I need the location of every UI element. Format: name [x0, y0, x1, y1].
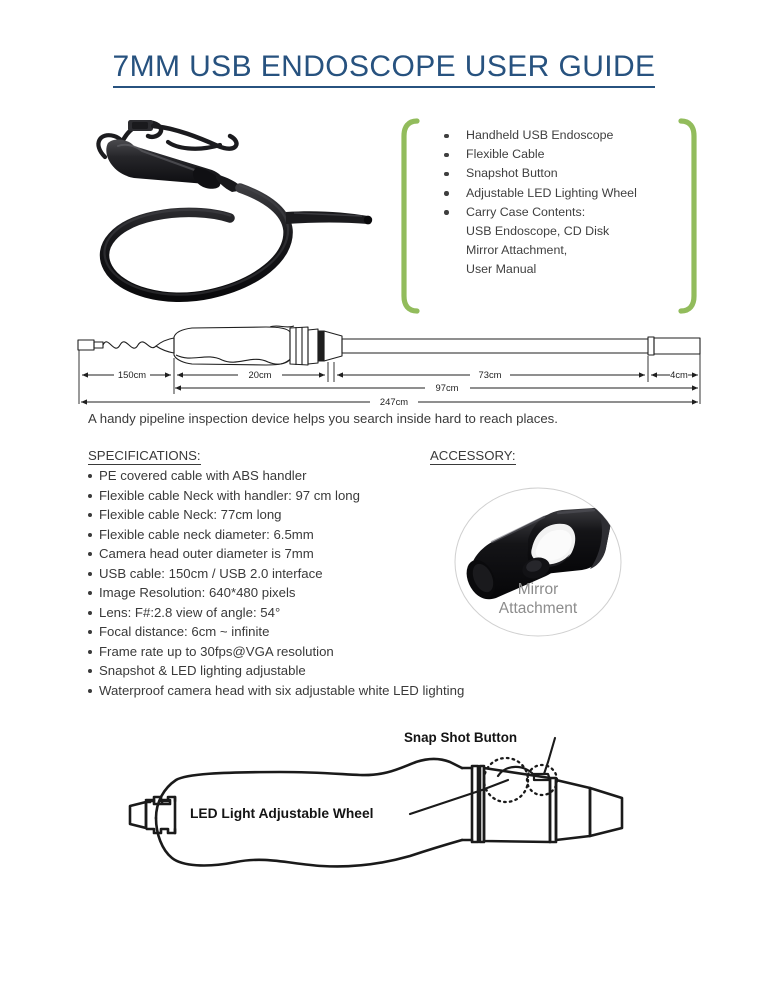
feature-list-item: Handheld USB Endoscope	[436, 126, 686, 145]
led-wheel-label: LED Light Adjustable Wheel	[190, 806, 374, 821]
spec-item-label: Flexible cable Neck: 77cm long	[99, 507, 282, 522]
dim-label-handle: 20cm	[249, 369, 272, 380]
snap-shot-leader-line	[542, 736, 557, 776]
accessory-heading-text: ACCESSORY:	[430, 448, 516, 465]
dim-label-neck-with-handle: 97cm	[436, 382, 459, 393]
spec-item: Flexible cable neck diameter: 6.5mm	[88, 525, 628, 545]
spec-item-label: Snapshot & LED lighting adjustable	[99, 663, 306, 678]
spec-item: PE covered cable with ABS handler	[88, 466, 628, 486]
spec-item-label: Waterproof camera head with six adjustab…	[99, 682, 465, 698]
feature-list-subitem-label: Mirror Attachment,	[466, 243, 568, 258]
feature-list-item-label: Snapshot Button	[466, 166, 558, 181]
spec-item-label: PE covered cable with ABS handler	[99, 468, 307, 483]
spec-item: Waterproof camera head with six adjustab…	[88, 681, 628, 701]
mirror-attachment-photo	[452, 486, 624, 638]
specifications-list: PE covered cable with ABS handler Flexib…	[88, 466, 628, 700]
spec-item: Flexible cable Neck: 77cm long	[88, 505, 628, 525]
handle-callout-diagram	[110, 718, 642, 890]
spec-item: Frame rate up to 30fps@VGA resolution	[88, 642, 628, 662]
feature-list-subitem: User Manual	[436, 260, 686, 279]
dim-label-neck: 73cm	[479, 369, 502, 380]
specifications-heading: SPECIFICATIONS:	[88, 448, 201, 465]
page-title-text: 7MM USB ENDOSCOPE USER GUIDE	[112, 50, 656, 88]
dim-label-tip: 4cm	[670, 369, 688, 380]
accessory-heading: ACCESSORY:	[430, 448, 516, 465]
spec-item: Focal distance: 6cm ~ infinite	[88, 622, 628, 642]
spec-item: Image Resolution: 640*480 pixels	[88, 583, 628, 603]
spec-item-label: Image Resolution: 640*480 pixels	[99, 585, 296, 600]
spec-item: Flexible cable Neck with handler: 97 cm …	[88, 486, 628, 506]
green-bracket-left-icon	[398, 118, 420, 314]
snap-shot-indicator-circle	[525, 763, 559, 797]
dim-label-usb-cable: 150cm	[118, 369, 146, 380]
feature-list-item: Adjustable LED Lighting Wheel	[436, 184, 686, 203]
spec-item: Snapshot & LED lighting adjustable	[88, 661, 628, 681]
feature-list-item-label: Flexible Cable	[466, 147, 545, 162]
spec-item: Lens: F#:2.8 view of angle: 54°	[88, 603, 628, 623]
spec-item: Camera head outer diameter is 7mm	[88, 544, 628, 564]
feature-list-item-label: Carry Case Contents:	[466, 204, 586, 219]
spec-item-label: Frame rate up to 30fps@VGA resolution	[99, 643, 334, 659]
spec-item-label: Camera head outer diameter is 7mm	[99, 546, 314, 561]
spec-item: USB cable: 150cm / USB 2.0 interface	[88, 564, 628, 584]
snap-shot-button-label: Snap Shot Button	[404, 730, 518, 745]
product-photo	[72, 112, 402, 320]
feature-list-item: Snapshot Button	[436, 164, 686, 183]
tagline: A handy pipeline inspection device helps…	[88, 411, 558, 426]
feature-list-subitem-label: USB Endoscope, CD Disk	[466, 224, 610, 239]
dimension-drawing: 150cm 20cm 73cm 4cm 97cm 247cm	[70, 322, 712, 410]
feature-list-subitem: USB Endoscope, CD Disk	[436, 222, 686, 241]
feature-list-item: Carry Case Contents:	[436, 203, 686, 222]
feature-list-item: Flexible Cable	[436, 145, 686, 164]
specifications-heading-text: SPECIFICATIONS:	[88, 448, 201, 465]
feature-list-subitem: Mirror Attachment,	[436, 241, 686, 260]
feature-list: Handheld USB Endoscope Flexible Cable Sn…	[436, 126, 686, 280]
page-title: 7MM USB ENDOSCOPE USER GUIDE	[0, 50, 768, 88]
feature-list-subitem-label: User Manual	[466, 262, 537, 277]
green-bracket-right-icon	[678, 118, 700, 314]
feature-list-item-label: Handheld USB Endoscope	[466, 128, 614, 142]
spec-item-label: Flexible cable Neck with handler: 97 cm …	[99, 487, 360, 503]
spec-item-label: Flexible cable neck diameter: 6.5mm	[99, 526, 314, 542]
feature-highlight-box: Handheld USB Endoscope Flexible Cable Sn…	[398, 118, 700, 314]
spec-item-label: USB cable: 150cm / USB 2.0 interface	[99, 565, 323, 581]
dimension-labels: 150cm 20cm 73cm 4cm 97cm 247cm	[118, 369, 688, 407]
spec-item-label: Lens: F#:2.8 view of angle: 54°	[99, 604, 281, 620]
feature-list-item-label: Adjustable LED Lighting Wheel	[466, 185, 637, 200]
dim-label-total: 247cm	[380, 396, 408, 407]
led-wheel-leader-line	[408, 778, 510, 816]
spec-item-label: Focal distance: 6cm ~ infinite	[99, 624, 270, 639]
